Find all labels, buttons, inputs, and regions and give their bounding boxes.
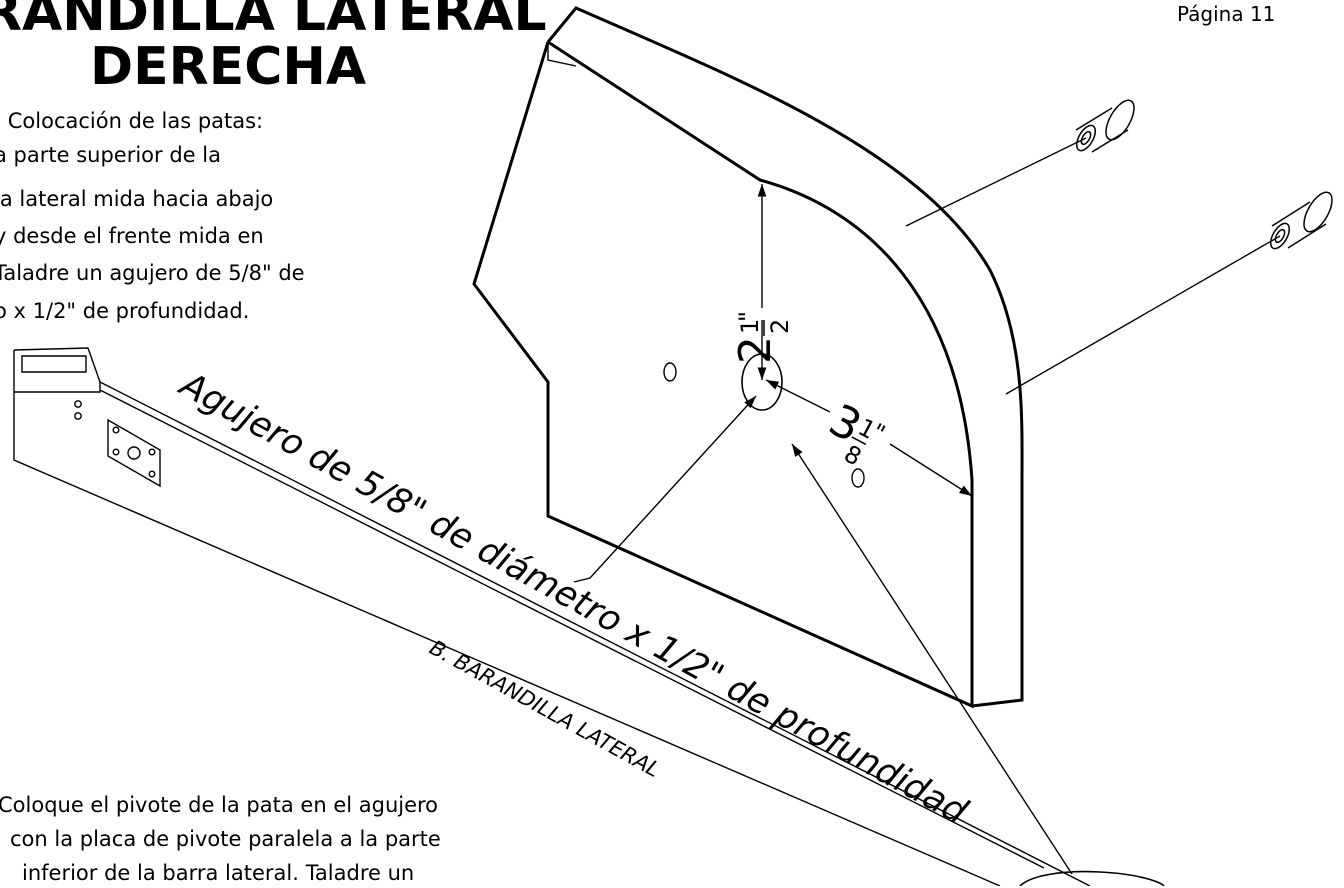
step-text-line-4: y desde el frente mida en bbox=[0, 224, 264, 248]
bottom-text-line-3: inferior de la barra lateral. Taladre un bbox=[22, 861, 415, 885]
side-rail-outline bbox=[13, 350, 1001, 886]
title-line-1: RANDILLA LATERAL bbox=[0, 0, 547, 43]
bolt-2-guide-line bbox=[1005, 235, 1281, 395]
side-rail-top-edge-outer bbox=[99, 389, 1045, 869]
pivot-plate-screw-1 bbox=[112, 426, 120, 434]
detail-circle bbox=[1019, 870, 1165, 886]
side-panel-hole-small-1 bbox=[663, 362, 677, 382]
step-text-line-6: o x 1/2" de profundidad. bbox=[0, 299, 250, 323]
pivot-plate-center-hole bbox=[127, 446, 141, 460]
step-text-line-2: a parte superior de la bbox=[0, 143, 221, 167]
pivot-plate-screw-3 bbox=[112, 448, 120, 456]
side-panel-outer-edge bbox=[546, 6, 1024, 708]
dim-vert-num: 1 bbox=[736, 319, 764, 334]
dim-vert-den: 2 bbox=[766, 319, 794, 334]
side-rail bbox=[13, 347, 1091, 886]
pivot-plate-screw-2 bbox=[148, 448, 156, 456]
side-rail-top-edge-inner bbox=[99, 381, 1091, 886]
rail-screw-hole-1 bbox=[74, 400, 82, 408]
dimension-horizontal bbox=[765, 379, 973, 497]
step-text-line-1: : Colocación de las patas: bbox=[0, 109, 264, 133]
pivot-plate-screw-4 bbox=[148, 470, 156, 478]
rail-end-bracket bbox=[13, 347, 101, 393]
rail-bracket-slot bbox=[21, 355, 87, 373]
bottom-text-line-2: con la placa de pivote paralela a la par… bbox=[10, 827, 441, 851]
pivot-plate bbox=[107, 418, 161, 488]
bolts bbox=[905, 99, 1333, 395]
step-text-line-3: la lateral mida hacia abajo bbox=[0, 187, 274, 211]
dimension-horizontal-label: 3 1 8 " bbox=[821, 395, 890, 472]
title-line-2: DERECHA bbox=[90, 37, 367, 97]
bolt-2-icon bbox=[1269, 191, 1333, 250]
bottom-text-line-1: Coloque el pivote de la pata en el aguje… bbox=[0, 793, 439, 817]
part-leader-line bbox=[791, 443, 1073, 875]
dim-vert-whole: 2 bbox=[730, 336, 781, 364]
side-panel-hole-small-2 bbox=[851, 468, 865, 488]
page-number: Página 11 bbox=[1177, 2, 1276, 26]
rail-screw-hole-2 bbox=[74, 412, 82, 420]
side-panel-top-line bbox=[547, 42, 577, 67]
hole-leader-line bbox=[573, 395, 757, 583]
leader-lines bbox=[573, 395, 1073, 875]
step-text-line-5: Taladre un agujero de 5/8" de bbox=[0, 261, 305, 285]
side-panel-front-face bbox=[472, 40, 974, 709]
dim-vert-unit: " bbox=[734, 311, 762, 322]
dimension-vertical-label: 2 1 2 " bbox=[730, 311, 794, 364]
bolt-1-icon bbox=[1075, 99, 1135, 153]
bolt-1-guide-line bbox=[905, 137, 1087, 227]
